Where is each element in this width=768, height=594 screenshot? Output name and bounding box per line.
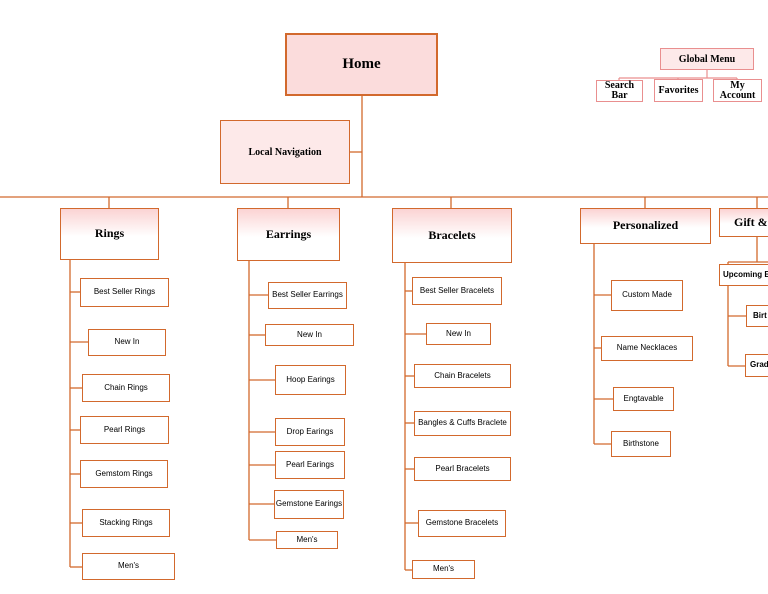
category-earrings: Earrings (237, 208, 340, 261)
category-bracelets: Bracelets (392, 208, 512, 263)
my-account-node: My Account (713, 79, 762, 102)
rings-item: Men's (82, 553, 175, 580)
earrings-item: Pearl Earings (275, 451, 345, 479)
bracelets-item: Pearl Bracelets (414, 457, 511, 481)
earrings-item: Men's (276, 531, 338, 549)
rings-item: Stacking Rings (82, 509, 170, 537)
rings-item: Chain Rings (82, 374, 170, 402)
gift-item: Grad (745, 354, 768, 377)
rings-item: Best Seller Rings (80, 278, 169, 307)
earrings-item: Gemstone Earings (274, 490, 344, 519)
local-navigation-node: Local Navigation (220, 120, 350, 184)
earrings-item: Best Seller Earrings (268, 282, 347, 309)
home-node: Home (285, 33, 438, 96)
favorites-node: Favorites (654, 79, 703, 102)
rings-item: Pearl Rings (80, 416, 169, 444)
earrings-item: New In (265, 324, 354, 346)
gift-item: Upcoming E (719, 264, 768, 286)
bracelets-item: Best Seller Bracelets (412, 277, 502, 305)
category-personalized: Personalized (580, 208, 711, 244)
bracelets-item: Gemstone Bracelets (418, 510, 506, 537)
category-gift: Gift & (719, 208, 768, 237)
bracelets-item: Bangles & Cuffs Braclete (414, 411, 511, 436)
category-rings: Rings (60, 208, 159, 260)
bracelets-item: Chain Bracelets (414, 364, 511, 388)
rings-item: New In (88, 329, 166, 356)
search-bar-node: Search Bar (596, 80, 643, 102)
bracelets-item: New In (426, 323, 491, 345)
earrings-item: Hoop Earings (275, 365, 346, 395)
bracelets-item: Men's (412, 560, 475, 579)
rings-item: Gemstom Rings (80, 460, 168, 488)
personalized-item: Custom Made (611, 280, 683, 311)
earrings-item: Drop Earings (275, 418, 345, 446)
personalized-item: Name Necklaces (601, 336, 693, 361)
personalized-item: Birthstone (611, 431, 671, 457)
gift-item: Birt (746, 305, 768, 327)
personalized-item: Engtavable (613, 387, 674, 411)
global-menu-node: Global Menu (660, 48, 754, 70)
